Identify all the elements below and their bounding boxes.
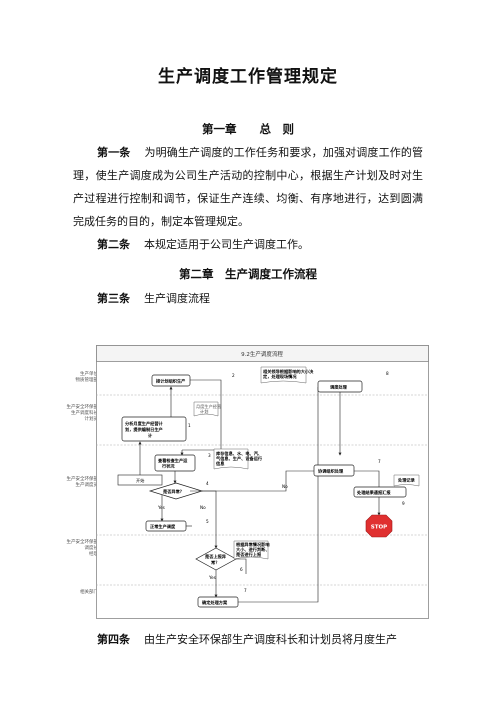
svg-text:调度处理: 调度处理	[330, 384, 348, 391]
node-coordinate: 协调组织处理	[313, 464, 355, 477]
article-2-label: 第二条	[97, 238, 130, 251]
lane-label-5: 相关部门	[80, 590, 98, 595]
num-3: 3	[208, 453, 211, 458]
svg-text:处理记录: 处理记录	[397, 477, 416, 484]
svg-text:处理结果通报汇报: 处理结果通报汇报	[356, 489, 391, 496]
svg-text:开始: 开始	[136, 477, 145, 484]
num-7: 7	[244, 588, 247, 593]
svg-text:计划: 计划	[200, 408, 208, 415]
svg-text:是否进行上报: 是否进行上报	[235, 551, 262, 558]
node-check-status: 查看检查生产运 行状况	[154, 454, 196, 472]
chapter-2-heading: 第二章 生产调度工作流程	[179, 267, 317, 281]
page-title: 生产调度工作管理规定	[158, 67, 338, 87]
lane-label-2: 生产安全环保部生产调度科长计划员	[66, 405, 99, 422]
num-8: 8	[386, 371, 389, 376]
article-4: 第四条 由生产安全环保部生产调度科长和计划员将月度生产	[73, 628, 423, 651]
svg-text:划，提供编制日生产: 划，提供编制日生产	[125, 426, 163, 433]
svg-text:行状况: 行状况	[161, 463, 175, 470]
flowchart-title: 9.2生产调度流程	[241, 350, 283, 358]
decision-abnormal: 是否异常？	[148, 482, 204, 500]
svg-text:是否上报异: 是否上报异	[204, 553, 227, 560]
decision-report: 是否上报异 常？	[195, 547, 237, 571]
num-1: 1	[188, 423, 191, 428]
article-1-text: 为明确生产调度的工作任务和要求，加强对调度工作的管理，使生产调度成为公司生产活动…	[73, 146, 424, 228]
article-4-label: 第四条	[97, 633, 130, 646]
note-info: 库存信息、水、电、汽、 气信息、生产、设备运行 信息	[213, 448, 263, 470]
svg-text:月度生产经营: 月度生产经营	[196, 403, 221, 410]
svg-text:根据异常情况影响: 根据异常情况影响	[236, 541, 270, 548]
svg-text:信息: 信息	[216, 460, 225, 467]
label-no-1: No	[200, 505, 206, 510]
node-normal-dispatch: 正常生产调度	[145, 520, 187, 532]
chapter-1-heading: 第一章 总 则	[202, 122, 294, 136]
svg-text:确定处理方案: 确定处理方案	[202, 599, 228, 606]
lane-label-4: 生产安全环保部调度长经理	[66, 540, 99, 557]
num-2: 2	[232, 373, 235, 378]
flowchart: 9.2生产调度流程 月度生产经营 计划 分析月度生产经营计 划，提供编制日生产 …	[96, 345, 429, 619]
article-1-label: 第一条	[97, 146, 131, 159]
svg-text:分析月度生产经营计: 分析月度生产经营计	[125, 420, 164, 427]
node-analyze-plan: 分析月度生产经营计 划，提供编制日生产 计	[121, 416, 187, 442]
num-10: 9	[402, 501, 405, 506]
node-start: 开始	[117, 474, 163, 486]
svg-text:相关领导根据影响的大小决: 相关领导根据影响的大小决	[263, 368, 314, 375]
svg-text:定，处理现场情况: 定，处理现场情况	[262, 373, 297, 380]
svg-text:STOP: STOP	[371, 525, 387, 531]
svg-text:大小、进行判断、: 大小、进行判断、	[236, 546, 270, 553]
svg-text:接计划组织生产: 接计划组织生产	[156, 378, 185, 385]
lane-label-1: 生产单位物质管理部	[75, 372, 99, 383]
svg-text:查看检查生产运: 查看检查生产运	[157, 457, 188, 464]
label-yes-2: Yes	[208, 575, 216, 580]
article-1: 第一条为明确生产调度的工作任务和要求，加强对调度工作的管理，使生产调度成为公司生…	[73, 141, 423, 233]
label-yes-1: Yes	[157, 505, 165, 510]
num-9: 7	[378, 459, 381, 464]
lane-label-3: 生产安全环保部生产调度员	[66, 477, 99, 488]
article-3-label: 第三条	[97, 292, 130, 305]
node-organize-production: 接计划组织生产	[151, 374, 191, 387]
article-3-text: 生产调度流程	[144, 292, 210, 305]
node-determine-plan: 确定处理方案	[197, 596, 239, 608]
stop-sign: STOP	[365, 514, 393, 538]
num-6: 6	[240, 567, 243, 572]
svg-text:协调组织处理: 协调组织处理	[318, 468, 344, 475]
article-3: 第三条 生产调度流程	[73, 287, 423, 310]
note-leader: 相关领导根据影响的大小决 定，处理现场情况	[260, 366, 314, 384]
article-2: 第二条 本规定适用于公司生产调度工作。	[73, 233, 423, 256]
node-dispatch-handle: 调度处理	[317, 380, 363, 393]
svg-text:正常生产调度: 正常生产调度	[150, 523, 176, 530]
svg-text:是否异常？: 是否异常？	[162, 488, 184, 495]
svg-text:气信息、生产、设备运行: 气信息、生产、设备运行	[216, 455, 263, 462]
note-record: 处理记录	[393, 474, 420, 487]
num-5: 5	[206, 519, 209, 524]
svg-text:库存信息、水、电、汽、: 库存信息、水、电、汽、	[216, 450, 262, 457]
node-report-result: 处理结果通报汇报	[353, 486, 407, 498]
article-4-text: 由生产安全环保部生产调度科长和计划员将月度生产	[144, 633, 397, 646]
svg-text:常？: 常？	[211, 559, 219, 566]
svg-text:计: 计	[148, 432, 153, 439]
article-2-text: 本规定适用于公司生产调度工作。	[144, 238, 309, 251]
note-monthly-plan: 月度生产经营 计划	[193, 401, 221, 417]
label-no-2: No	[282, 484, 288, 489]
note-judge: 根据异常情况影响 大小、进行判断、 是否进行上报	[233, 540, 270, 560]
num-4: 4	[206, 481, 209, 486]
